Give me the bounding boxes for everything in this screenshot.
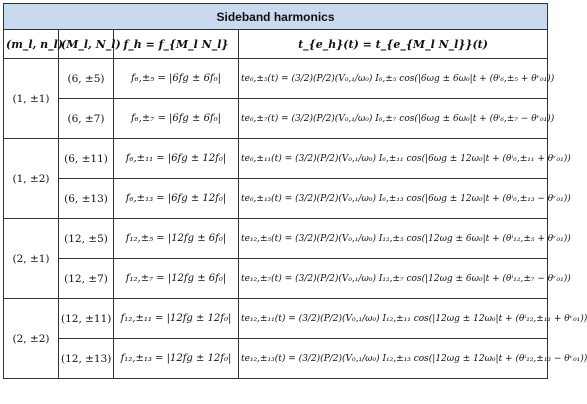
table-row: (6, ±13) f₆,±₁₃ = |6fg ± 12f₀| te₆,±₁₃(t… [4, 178, 571, 219]
cell-MN: (12, ±5) [58, 218, 114, 259]
cell-mn: (1, ±2) [3, 138, 59, 219]
sideband-harmonics-table-container: Sideband harmonics (m_l, n_l) (M_l, N_l)… [2, 3, 587, 401]
cell-te: te₆,±₇(t) = (3/2)(P/2)(V₀,₁/ω₀) I₆,±₇ co… [237, 98, 554, 139]
table-row: (2, ±1) (12, ±5) f₁₂,±₅ = |12fg ± 6f₀| t… [3, 218, 571, 299]
table-row: (1, ±2) (6, ±11) f₆,±₁₁ = |6fg ± 12f₀| t… [3, 138, 571, 219]
cell-te: te₆,±₁₃(t) = (3/2)(P/2)(V₀,₁/ω₀) I₆,±₁₃ … [237, 178, 571, 219]
cell-fh: f₁₂,±₅ = |12fg ± 6f₀| [113, 218, 239, 259]
header-MN: (M_l, N_l) [58, 29, 121, 59]
cell-mn: (2, ±1) [3, 218, 59, 299]
cell-fh: f₆,±₅ = |6fg ± 6f₀| [113, 58, 239, 99]
cell-MN: (6, ±11) [58, 138, 114, 179]
cell-fh: f₁₂,±₇ = |12fg ± 6f₀| [113, 258, 239, 299]
cell-fh: f₆,±₁₃ = |6fg ± 12f₀| [113, 178, 239, 219]
table-row: (12, ±7) f₁₂,±₇ = |12fg ± 6f₀| te₁₂,±₇(t… [4, 258, 571, 299]
cell-te: te₁₂,±₅(t) = (3/2)(P/2)(V₀,₁/ω₀) I₁₂,±₅ … [237, 218, 571, 259]
cell-fh: f₁₂,±₁₁ = |12fg ± 12f₀| [113, 298, 239, 339]
cell-MN: (12, ±7) [58, 258, 114, 299]
header-mn: (m_l, n_l) [3, 29, 63, 59]
header-te: t_{e_h}(t) = t_{e_{M_l N_l}}(t) [237, 29, 549, 59]
table-row: (1, ±1) (6, ±5) f₆,±₅ = |6fg ± 6f₀| te₆,… [3, 58, 554, 139]
table-title: Sideband harmonics [2, 3, 549, 30]
sideband-harmonics-table: Sideband harmonics (m_l, n_l) (M_l, N_l)… [2, 3, 587, 379]
header-row: (m_l, n_l) (M_l, N_l) f_h = f_{M_l N_l} … [3, 29, 549, 59]
cell-MN: (6, ±7) [58, 98, 114, 139]
cell-MN: (6, ±13) [58, 178, 114, 219]
cell-MN: (6, ±5) [58, 58, 114, 99]
cell-fh: f₁₂,±₁₃ = |12fg ± 12f₀| [113, 338, 239, 379]
cell-te: te₁₂,±₁₃(t) = (3/2)(P/2)(V₀,₁/ω₀) I₁₂,±₁… [237, 338, 587, 379]
table-row: (12, ±13) f₁₂,±₁₃ = |12fg ± 12f₀| te₁₂,±… [4, 338, 587, 379]
table-row: (6, ±7) f₆,±₇ = |6fg ± 6f₀| te₆,±₇(t) = … [4, 98, 554, 139]
cell-te: te₆,±₅(t) = (3/2)(P/2)(V₀,₁/ω₀) I₆,±₅ co… [237, 58, 554, 99]
cell-te: te₁₂,±₇(t) = (3/2)(P/2)(V₀,₁/ω₀) I₁₂,±₇ … [237, 258, 571, 299]
cell-fh: f₆,±₇ = |6fg ± 6f₀| [113, 98, 239, 139]
cell-mn: (1, ±1) [3, 58, 59, 139]
header-fh: f_h = f_{M_l N_l} [113, 29, 239, 59]
cell-te: te₁₂,±₁₁(t) = (3/2)(P/2)(V₀,₁/ω₀) I₁₂,±₁… [237, 298, 587, 339]
cell-te: te₆,±₁₁(t) = (3/2)(P/2)(V₀,₁/ω₀) I₆,±₁₁ … [237, 138, 571, 179]
cell-mn: (2, ±2) [3, 298, 59, 379]
cell-MN: (12, ±13) [58, 338, 114, 379]
table-row: (2, ±2) (12, ±11) f₁₂,±₁₁ = |12fg ± 12f₀… [3, 298, 587, 379]
cell-MN: (12, ±11) [58, 298, 114, 339]
cell-fh: f₆,±₁₁ = |6fg ± 12f₀| [113, 138, 239, 179]
